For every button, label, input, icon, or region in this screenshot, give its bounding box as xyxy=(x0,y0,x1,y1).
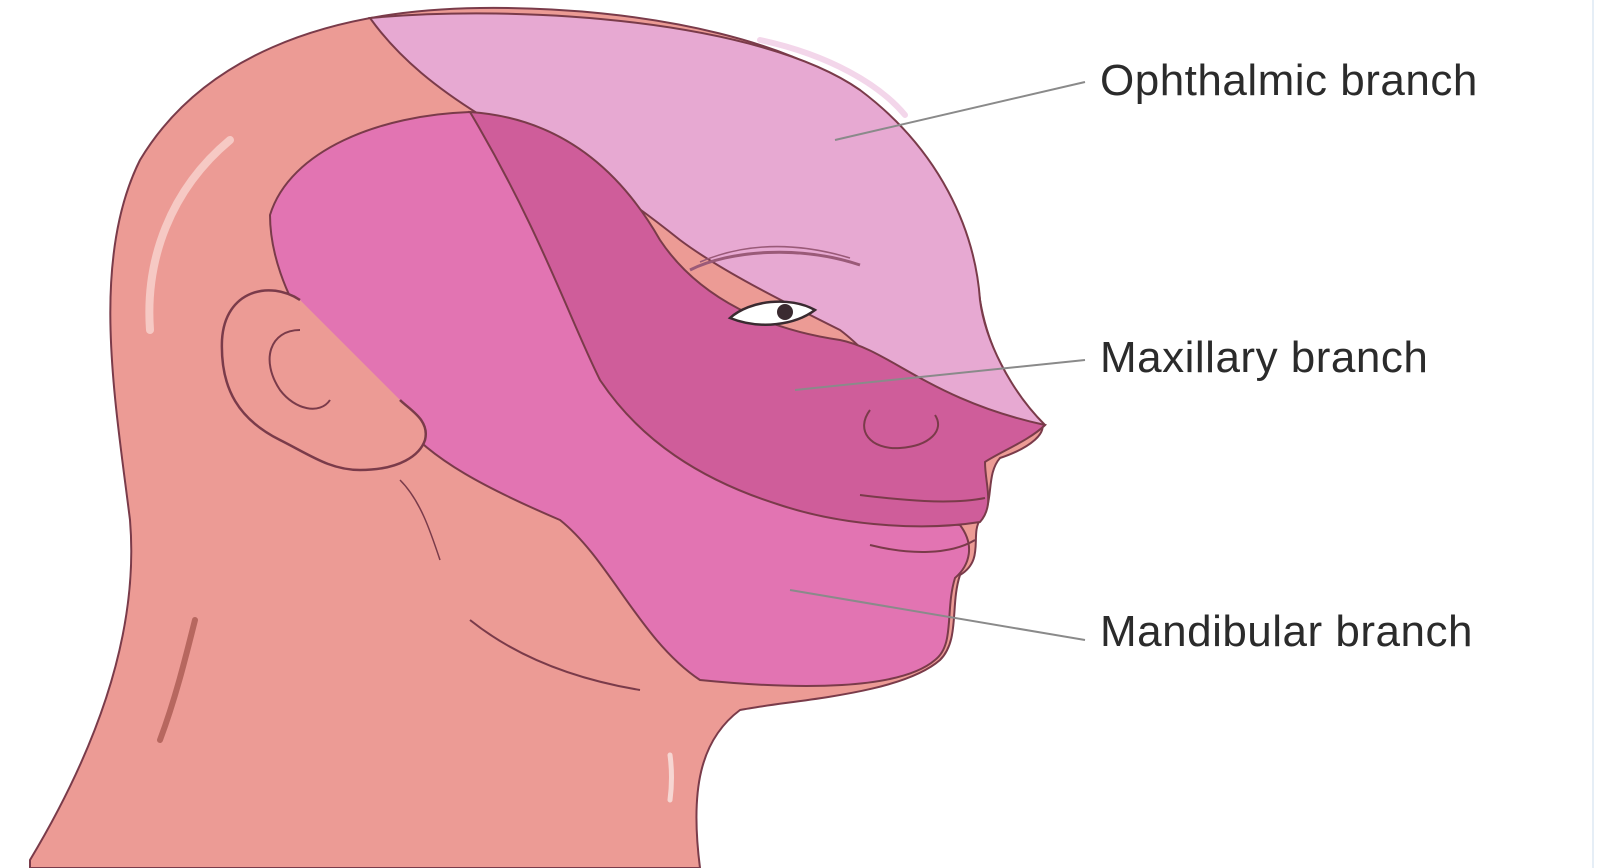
mandibular-branch-label: Mandibular branch xyxy=(1100,607,1473,657)
maxillary-branch-label: Maxillary branch xyxy=(1100,333,1428,383)
eye-pupil xyxy=(777,304,793,320)
neck-highlight xyxy=(670,755,672,800)
ophthalmic-branch-label: Ophthalmic branch xyxy=(1100,56,1478,106)
right-edge-divider xyxy=(1592,0,1594,868)
